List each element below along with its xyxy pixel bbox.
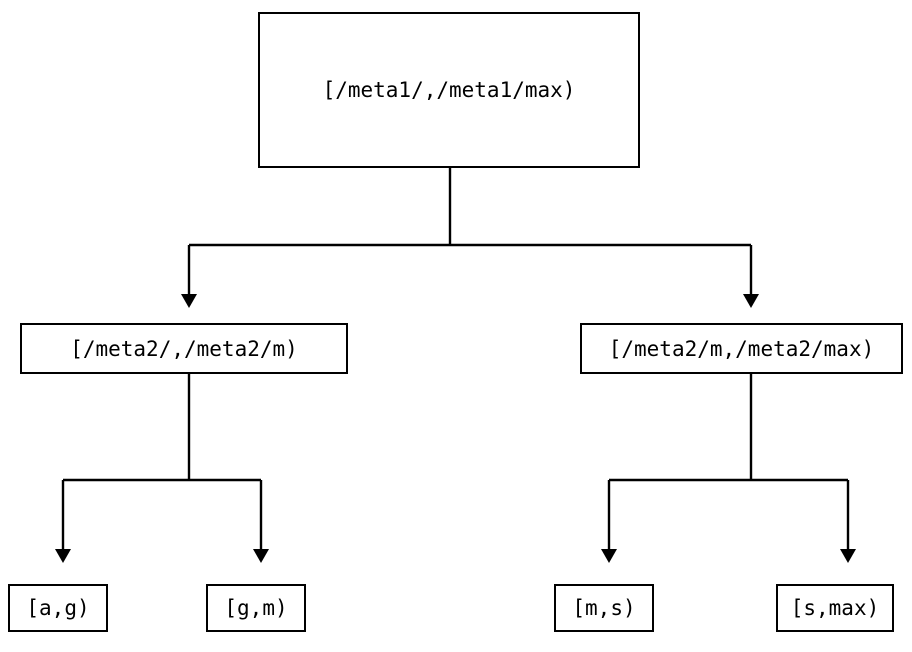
arrowhead-root-to-meta2-low	[181, 294, 197, 308]
arrowhead-meta2-low-to-leaf-ag	[55, 549, 71, 563]
arrowhead-root-to-meta2-high	[743, 294, 759, 308]
node-leaf-s-max[interactable]: [s,max)	[776, 584, 894, 632]
arrowhead-meta2-low-to-leaf-gm	[253, 549, 269, 563]
node-leaf-m-s-label: [m,s)	[572, 596, 636, 620]
node-leaf-g-m-label: [g,m)	[224, 596, 288, 620]
node-meta2-high[interactable]: [/meta2/m,/meta2/max)	[580, 323, 903, 374]
node-leaf-a-g[interactable]: [a,g)	[8, 584, 108, 632]
arrowhead-meta2-high-to-leaf-ms	[601, 549, 617, 563]
arrowhead-meta2-high-to-leaf-smax	[840, 549, 856, 563]
node-meta2-high-label: [/meta2/m,/meta2/max)	[608, 336, 875, 361]
node-leaf-a-g-label: [a,g)	[26, 596, 90, 620]
node-leaf-s-max-label: [s,max)	[790, 596, 880, 620]
node-root-label: [/meta1/,/meta1/max)	[322, 78, 576, 102]
node-meta2-low-label: [/meta2/,/meta2/m)	[70, 336, 298, 361]
node-leaf-g-m[interactable]: [g,m)	[206, 584, 306, 632]
node-root[interactable]: [/meta1/,/meta1/max)	[258, 12, 640, 168]
node-meta2-low[interactable]: [/meta2/,/meta2/m)	[20, 323, 348, 374]
node-leaf-m-s[interactable]: [m,s)	[554, 584, 654, 632]
